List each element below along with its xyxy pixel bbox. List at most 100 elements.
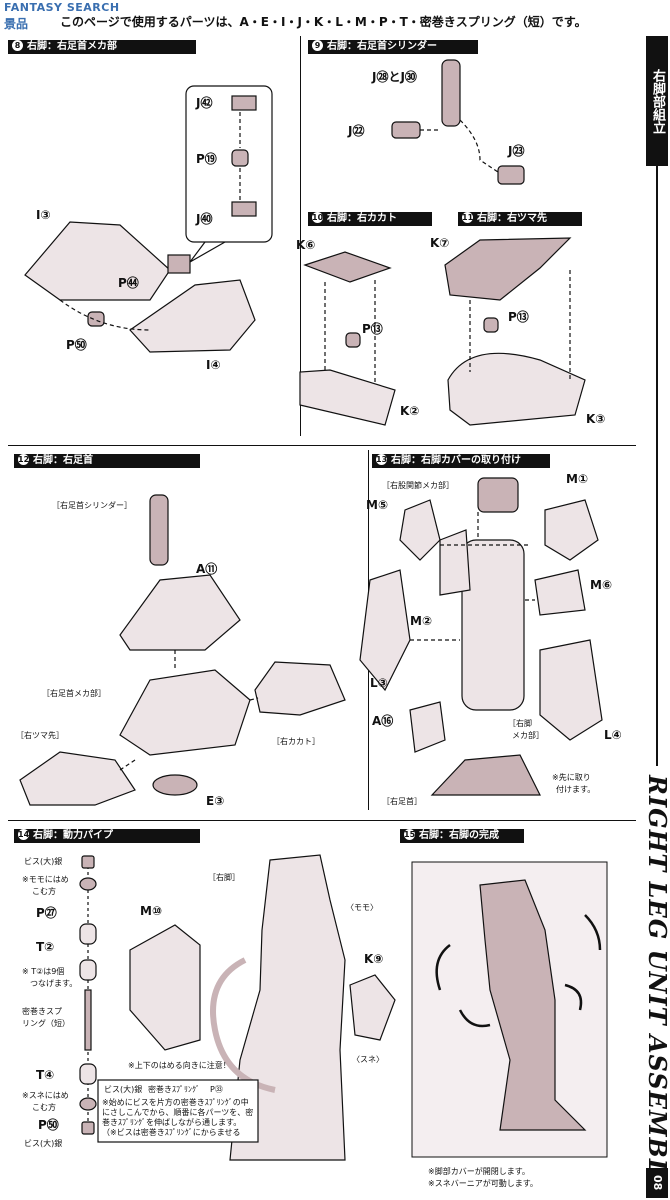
- part-a11: [119, 574, 241, 651]
- ankle-part: [430, 754, 541, 796]
- label-leg-mecha-1: ［右脚: [508, 719, 532, 728]
- rotate-arrow: [458, 1009, 491, 1028]
- note-t2-count-1: ※ T②は9個: [22, 967, 65, 976]
- part-p44: [167, 254, 191, 274]
- hip-joint-part: [477, 477, 519, 513]
- step-number: 9: [312, 40, 323, 51]
- label-toe: ［右ツマ先］: [16, 731, 64, 740]
- rotate-arrow: [564, 983, 583, 1011]
- screw-part: [81, 855, 95, 869]
- label-p13: P⑬: [362, 322, 383, 336]
- box-label-spring: 密巻きｽﾌﾟﾘﾝｸﾞ: [148, 1085, 200, 1094]
- step-9-header: 9 右脚：右足首シリンダー: [308, 40, 478, 54]
- part-i4: [129, 279, 256, 353]
- label-l3: L③: [370, 676, 388, 690]
- part-m5: [399, 499, 441, 561]
- page-header: FANTASY SEARCH 景品 このページで使用するパーツは、A・E・I・J…: [0, 0, 640, 34]
- part-m10: [129, 924, 201, 1051]
- part-k2: [299, 369, 396, 426]
- label-shin: 〈スネ〉: [352, 1055, 384, 1064]
- label-j42: J㊷: [196, 96, 213, 110]
- label-e3: E③: [206, 794, 225, 808]
- step-title: 右脚：右カカト: [327, 213, 397, 224]
- english-title: RIGHT LEG UNIT ASSEMBLE: [643, 775, 670, 1196]
- screw-note-line: （※ビスは密巻きｽﾌﾟﾘﾝｸﾞにからませる: [102, 1128, 241, 1137]
- row-divider: [8, 820, 636, 821]
- label-heel: ［右カカト］: [272, 737, 320, 746]
- part-k9: [349, 974, 396, 1041]
- note-vernier-moves: ※スネバーニアが可動します。: [428, 1179, 538, 1188]
- step-title: 右脚：右足首シリンダー: [327, 41, 437, 52]
- label-a11: A⑪: [196, 562, 218, 576]
- label-t4: T④: [36, 1068, 55, 1082]
- label-mecha: ［右足首メカ部］: [42, 689, 106, 698]
- label-i3: I③: [36, 208, 51, 222]
- label-k2: K②: [400, 404, 420, 418]
- label-m10: M⑩: [140, 904, 163, 918]
- label-cylinder: ［右足首シリンダー］: [52, 501, 132, 510]
- screw-part: [81, 1121, 95, 1135]
- part-p13-b: [483, 317, 499, 333]
- spring-part: [84, 989, 92, 1051]
- label-hip-joint: ［右股関節メカ部］: [382, 481, 454, 490]
- note-attach-first-1: ※先に取り: [552, 773, 591, 782]
- screw-note-text: ※始めにビスを片方の密巻きｽﾌﾟﾘﾝｸﾞの中 にさしこんでから、順番に各パーツを…: [102, 1098, 262, 1138]
- parts-used-note: このページで使用するパーツは、A・E・I・J・K・L・M・P・T・密巻きスプリン…: [60, 15, 587, 29]
- part-t2: [79, 959, 97, 981]
- label-screw-top: ビス(大)銀: [24, 857, 63, 866]
- note-direction: ※上下のはめる向きに注意！: [128, 1061, 231, 1070]
- label-a16: A⑯: [372, 714, 394, 728]
- step-title: 右脚：右ツマ先: [477, 213, 547, 224]
- step-title: 右脚：右脚の完成: [419, 830, 499, 841]
- part-l3: [359, 569, 411, 692]
- label-ankle: ［右足首］: [382, 797, 422, 806]
- label-screw-bottom: ビス(大)銀: [24, 1139, 63, 1148]
- step-number: 15: [404, 829, 416, 840]
- screw-note-line: にさしこんでから、順番に各パーツを、密: [102, 1108, 254, 1117]
- note-cover-opens: ※脚部カバーが開閉します。: [428, 1167, 530, 1176]
- step-8-header: 8 右脚：右足首メカ部: [8, 40, 196, 54]
- label-j23: J㉓: [508, 144, 525, 158]
- label-k9: K⑨: [364, 952, 384, 966]
- mecha-part: [119, 669, 251, 756]
- label-right-leg: ［右脚］: [208, 873, 240, 882]
- part-k6: [303, 251, 392, 283]
- guide-line: [324, 280, 376, 385]
- rotate-arrow: [435, 944, 451, 991]
- completed-leg: [479, 879, 587, 1131]
- step-number: 10: [312, 212, 324, 223]
- screw-note-line: ※始めにビスを片方の密巻きｽﾌﾟﾘﾝｸﾞの中: [102, 1098, 249, 1107]
- note-thigh-1: ※モモにはめ: [22, 875, 69, 884]
- callout-box: [185, 85, 273, 243]
- step-number: 13: [376, 454, 388, 465]
- label-j28-j30: J㉘とJ㉚: [372, 70, 417, 84]
- label-k3: K③: [586, 412, 606, 426]
- label-p50: P㊿: [66, 338, 87, 352]
- label-p27: P㉗: [36, 906, 57, 920]
- step-title: 右脚：右足首メカ部: [27, 41, 117, 52]
- part-j28-j30: [441, 59, 461, 127]
- note-t2-count-2: つなげます。: [30, 979, 78, 988]
- assembly-illustrations: [19, 59, 608, 1161]
- label-leg-mecha-2: メカ部］: [512, 731, 544, 740]
- part-t2: [79, 923, 97, 945]
- cylinder-part: [149, 494, 169, 566]
- callout-pointer: [189, 241, 226, 263]
- label-l4: L④: [604, 728, 622, 742]
- label-m2: M②: [410, 614, 433, 628]
- note-shin-1: ※スネにはめ: [22, 1091, 69, 1100]
- step-number: 11: [462, 212, 474, 223]
- label-k6: K⑥: [296, 238, 316, 252]
- page-number: 08: [646, 1168, 668, 1198]
- part-j22: [391, 121, 421, 139]
- side-rule: [656, 166, 658, 766]
- step-title: 右脚：右脚カバーの取り付け: [391, 455, 521, 466]
- label-p51: P㊿: [38, 1118, 59, 1132]
- step-number: 8: [12, 40, 23, 51]
- section-title: 右脚部組立: [646, 36, 668, 166]
- label-m1: M①: [566, 472, 589, 486]
